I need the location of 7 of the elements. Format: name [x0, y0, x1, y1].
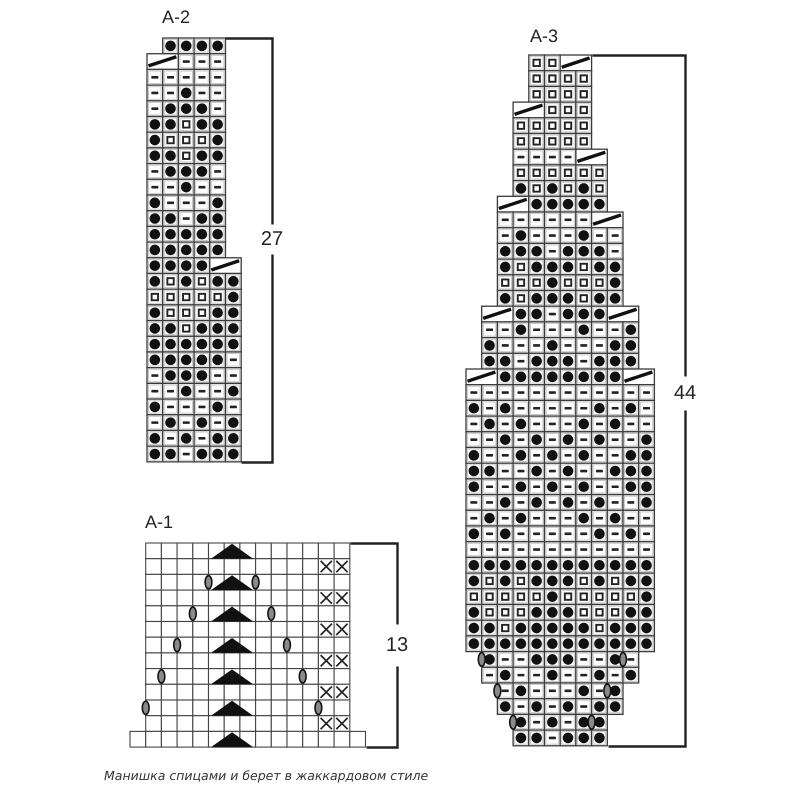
row-count-label: 44	[674, 383, 696, 403]
chart-title: A-1	[145, 513, 174, 531]
caption: Манишка спицами и берет в жаккардовом стиле	[104, 768, 428, 783]
row-count-label: 27	[260, 229, 284, 249]
chart-title: A-2	[162, 8, 190, 26]
row-count-label: 13	[386, 635, 408, 655]
chart-title: A-3	[530, 27, 558, 45]
